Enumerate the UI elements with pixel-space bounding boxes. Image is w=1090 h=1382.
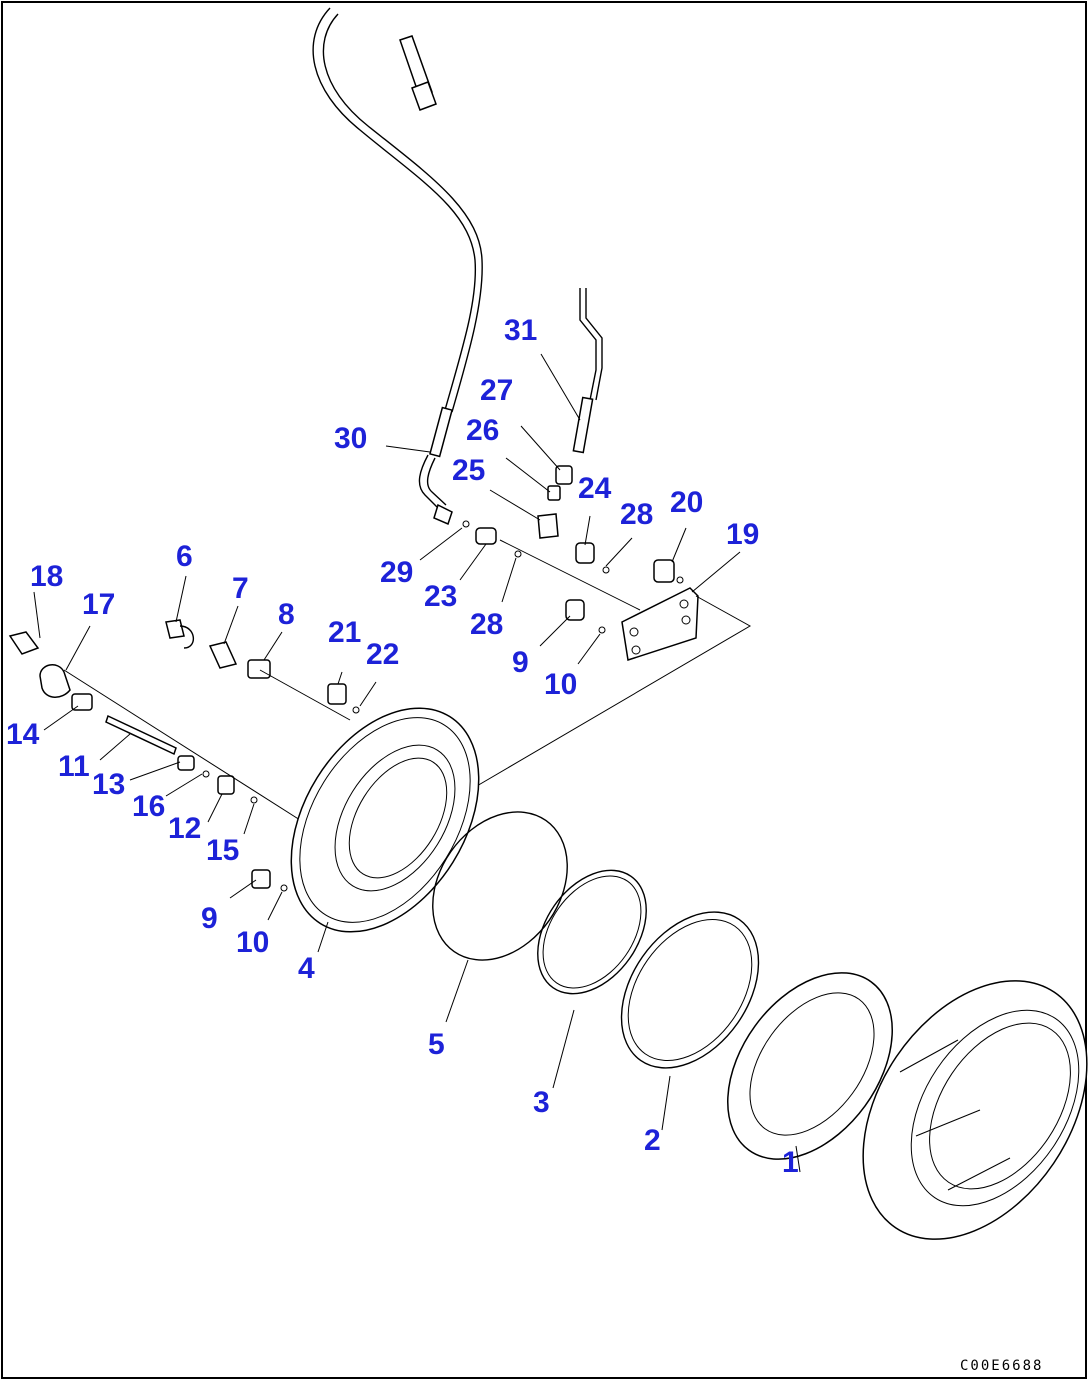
- callout-28-right: 28: [620, 498, 653, 531]
- callout-17: 17: [82, 588, 115, 621]
- callout-12: 12: [168, 812, 201, 845]
- drum-housing: [862, 980, 1088, 1240]
- callout-11: 11: [58, 750, 90, 783]
- callout-22: 22: [366, 638, 399, 671]
- backup-ring: [620, 911, 760, 1069]
- callout-25: 25: [452, 454, 485, 487]
- callout-8: 8: [278, 598, 295, 631]
- callouts: 1 2 3 4 5 6 7 8 9 9 10 10 11 12 13 14 15…: [6, 314, 799, 1179]
- callout-6: 6: [176, 540, 193, 573]
- callout-10-upper: 10: [544, 668, 577, 701]
- callout-16: 16: [132, 790, 165, 823]
- callout-2: 2: [644, 1124, 661, 1157]
- callout-26: 26: [466, 414, 499, 447]
- seal-ring: [537, 869, 647, 995]
- callout-20: 20: [670, 486, 703, 519]
- callout-21: 21: [328, 616, 361, 649]
- callout-19: 19: [726, 518, 759, 551]
- callout-10-lower: 10: [236, 926, 269, 959]
- callout-9-lower: 9: [201, 902, 218, 935]
- bracket-assembly: [462, 520, 752, 791]
- callout-4: 4: [298, 952, 315, 985]
- callout-9-upper: 9: [512, 646, 529, 679]
- callout-27: 27: [480, 374, 513, 407]
- callout-23: 23: [424, 580, 457, 613]
- callout-5: 5: [428, 1028, 445, 1061]
- callout-1: 1: [782, 1146, 799, 1179]
- callout-29: 29: [380, 556, 413, 589]
- tube-assembly: [537, 288, 610, 574]
- disc: [727, 972, 893, 1160]
- hose-assembly: [312, 7, 483, 526]
- housing-ring: [290, 707, 480, 933]
- callout-30: 30: [334, 422, 367, 455]
- callout-31: 31: [504, 314, 537, 347]
- callout-14: 14: [6, 718, 40, 751]
- leader-lines: [33, 353, 801, 1173]
- drawing-code: C00E6688: [960, 1358, 1043, 1374]
- callout-3: 3: [533, 1086, 550, 1119]
- callout-15: 15: [206, 834, 239, 867]
- callout-13: 13: [92, 768, 125, 801]
- o-ring: [432, 811, 568, 961]
- left-fittings: [8, 619, 360, 892]
- callout-7: 7: [232, 572, 249, 605]
- callout-28-left: 28: [470, 608, 503, 641]
- callout-18: 18: [30, 560, 63, 593]
- callout-24: 24: [578, 472, 612, 505]
